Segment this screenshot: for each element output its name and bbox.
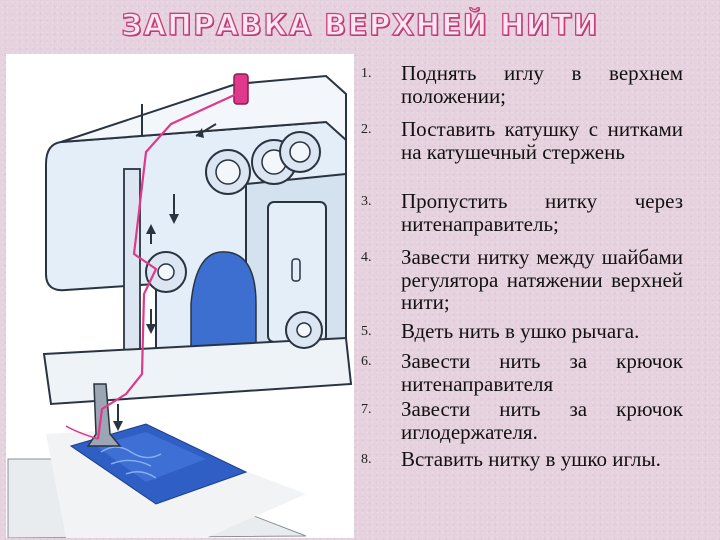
arrow-1-head xyxy=(196,128,204,138)
base-plate xyxy=(42,336,353,406)
side-slot xyxy=(291,258,301,282)
presser-foot xyxy=(86,383,122,447)
instruction-step: 2. Поставить катушку с нитками на катуше… xyxy=(357,118,683,190)
sewing-machine-illustration xyxy=(6,54,354,538)
step-text: Завести нитку между шайбами регулятора н… xyxy=(401,245,683,314)
instruction-step: 3. Пропустить нитку через нитенаправител… xyxy=(357,190,683,246)
arrow-2-head xyxy=(169,214,179,224)
instruction-step: 4. Завести нитку между шайбами регулятор… xyxy=(357,246,683,320)
step-text: Поставить катушку с нитками на катушечны… xyxy=(401,117,683,164)
step-number: 4. xyxy=(361,250,372,265)
instruction-step: 1. Поднять иглу в верхнем положении; xyxy=(357,62,683,118)
instruction-step: 6. Завести нить за крючок нитенаправител… xyxy=(357,350,683,398)
sewing-machine-drawing xyxy=(7,73,353,538)
step-number: 6. xyxy=(361,354,372,369)
stitch-dial-left-inner xyxy=(215,159,241,185)
slide-title: ЗАПРАВКА ВЕРХНЕЙ НИТИ xyxy=(121,7,599,42)
fabric-pattern xyxy=(100,446,162,479)
arrow-5-head xyxy=(113,421,123,431)
arm-opening xyxy=(190,251,257,370)
arrow-4-head xyxy=(146,324,156,334)
step-number: 3. xyxy=(361,194,372,209)
step-number: 8. xyxy=(361,452,372,467)
instruction-step: 5. Вдеть нить в ушко рычага. xyxy=(357,320,683,350)
arrow-3-head xyxy=(146,224,156,234)
stitch-length-knob-center xyxy=(296,322,312,338)
step-text: Завести нить за крючок иглодержателя. xyxy=(401,397,683,444)
step-text: Поднять иглу в верхнем положении; xyxy=(401,61,683,108)
step-number: 7. xyxy=(361,402,372,417)
instruction-step: 8. Вставить нитку в ушко иглы. xyxy=(357,448,683,496)
step-number: 2. xyxy=(361,122,372,137)
step-text: Завести нить за крючок нитенаправителя xyxy=(401,349,683,396)
thread-tail xyxy=(65,425,99,440)
step-number: 5. xyxy=(361,324,372,339)
step-text: Вставить нитку в ушко иглы. xyxy=(401,447,661,471)
step-text: Вдеть нить в ушко рычага. xyxy=(401,319,640,343)
instruction-step: 7. Завести нить за крючок иглодержателя. xyxy=(357,398,683,448)
stitch-dial-right-inner xyxy=(289,141,311,163)
thread-path xyxy=(96,90,242,440)
instruction-list: 1. Поднять иглу в верхнем положении; 2. … xyxy=(357,62,683,496)
tension-knob-center xyxy=(157,263,175,281)
step-number: 1. xyxy=(361,66,372,81)
step-text: Пропустить нитку через нитенаправитель; xyxy=(401,189,683,236)
thread-spool xyxy=(233,73,249,105)
